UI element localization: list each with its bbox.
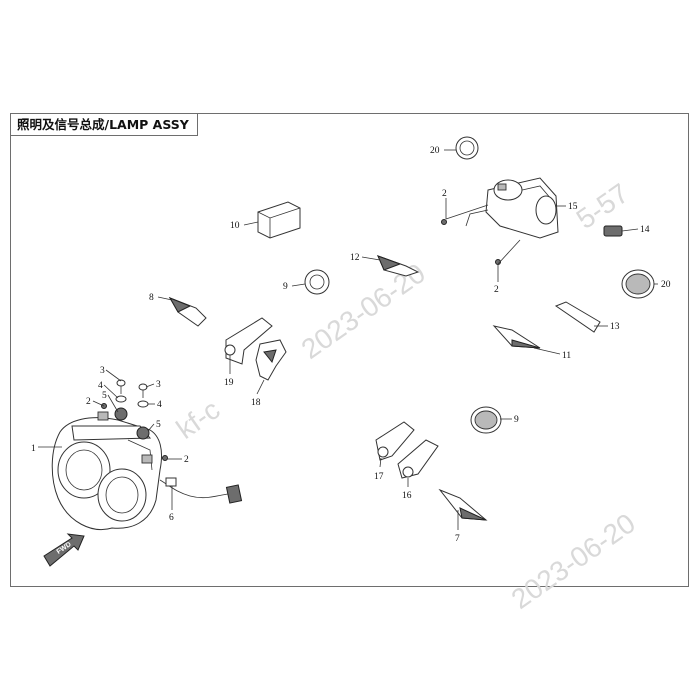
license-plate-bracket bbox=[554, 301, 601, 333]
flasher-relay bbox=[257, 201, 301, 239]
callout-18: 18 bbox=[251, 398, 261, 408]
bracket-19 bbox=[224, 317, 273, 365]
callout-1: 1 bbox=[31, 444, 36, 454]
drawing-frame bbox=[10, 113, 689, 587]
turn-signal-front-right bbox=[438, 488, 488, 521]
callout-8: 8 bbox=[149, 293, 154, 303]
callout-2-headlight-right: 2 bbox=[184, 455, 189, 465]
turn-signal-rear-left bbox=[377, 255, 420, 277]
bracket-18 bbox=[255, 339, 287, 381]
diagram-title: 照明及信号总成/LAMP ASSY bbox=[11, 114, 198, 136]
left-fastener-stack bbox=[114, 379, 128, 421]
screw-tail-upper bbox=[441, 219, 447, 225]
lens-small-lower bbox=[470, 406, 502, 434]
callout-9-upper: 9 bbox=[283, 282, 288, 292]
callout-6: 6 bbox=[169, 513, 174, 523]
callout-16: 16 bbox=[402, 491, 412, 501]
callout-2-tail-lower: 2 bbox=[494, 285, 499, 295]
callout-2-headlight-left: 2 bbox=[86, 397, 91, 407]
callout-4-left: 4 bbox=[98, 381, 103, 391]
callout-13: 13 bbox=[610, 322, 620, 332]
callout-7: 7 bbox=[455, 534, 460, 544]
callout-9-lower: 9 bbox=[514, 415, 519, 425]
callout-3-left: 3 bbox=[100, 366, 105, 376]
callout-19: 19 bbox=[224, 378, 234, 388]
lens-small-upper bbox=[304, 269, 330, 295]
callout-4-right: 4 bbox=[157, 400, 162, 410]
callout-15: 15 bbox=[568, 202, 578, 212]
watermarks: 2023-06-20 kf-c 2023-06-20 5-57 bbox=[171, 177, 641, 615]
lamp-lens-right bbox=[621, 269, 655, 299]
callout-20-upper: 20 bbox=[430, 146, 440, 156]
callout-20-right: 20 bbox=[661, 280, 671, 290]
callout-numbers: 1 2 3 4 5 3 4 5 2 6 7 8 9 9 10 11 12 13 … bbox=[31, 146, 671, 544]
watermark-site: kf-c bbox=[171, 394, 226, 445]
callout-12: 12 bbox=[350, 253, 360, 263]
forward-direction-arrow: FWD bbox=[43, 533, 85, 567]
connector-plug bbox=[603, 225, 623, 237]
right-fastener-stack bbox=[136, 383, 150, 440]
turn-signal-rear-right bbox=[492, 325, 541, 349]
callout-17: 17 bbox=[374, 472, 384, 482]
callout-10: 10 bbox=[230, 221, 240, 231]
callout-5-right: 5 bbox=[156, 420, 161, 430]
turn-signal-front-left bbox=[168, 297, 207, 327]
callout-5-left: 5 bbox=[102, 391, 107, 401]
tail-light-assembly bbox=[465, 177, 559, 239]
leader-lines bbox=[38, 149, 658, 530]
callout-2-tail-upper: 2 bbox=[442, 189, 447, 199]
callout-3-right: 3 bbox=[156, 380, 161, 390]
watermark-time: 5-57 bbox=[571, 177, 635, 235]
bracket-17 bbox=[375, 421, 415, 461]
screw-right-headlight bbox=[162, 455, 168, 461]
bracket-16 bbox=[397, 439, 439, 479]
callout-11: 11 bbox=[562, 351, 571, 361]
lamp-lens-upper bbox=[455, 136, 479, 160]
watermark-date-bottom: 2023-06-20 bbox=[506, 507, 641, 615]
headlight-assembly bbox=[51, 411, 163, 530]
headlight-wire-harness bbox=[159, 477, 243, 504]
callout-14: 14 bbox=[640, 225, 650, 235]
